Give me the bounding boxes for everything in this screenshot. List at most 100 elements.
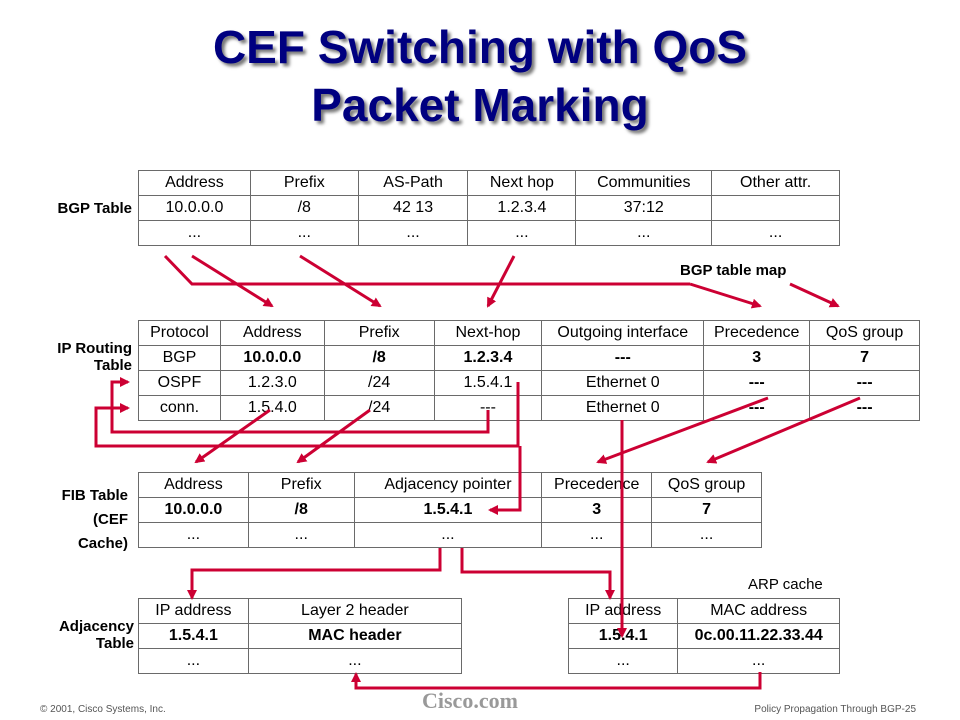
table-cell: ...	[357, 220, 469, 246]
arrow-rib-fib-prefix	[296, 408, 371, 464]
table-row: conn. 1.5.4.0 /24 --- Ethernet 0 --- ---	[138, 395, 920, 421]
table-cell: ...	[138, 220, 251, 246]
table-cell: 1.5.4.0	[219, 395, 325, 421]
header-cell: Address	[138, 472, 249, 498]
table-cell: 7	[809, 345, 920, 371]
table-row: ... ... ... ... ... ...	[138, 220, 840, 246]
table-cell: 37:12	[575, 195, 713, 221]
arrow-rib-fib-qos	[706, 396, 861, 464]
bgp-table: Address Prefix AS-Path Next hop Communit…	[138, 170, 840, 246]
table-cell: 1.2.3.4	[467, 195, 577, 221]
slide-footer-right: Policy Propagation Through BGP-25	[754, 704, 916, 715]
arrow-recursive-loop-2	[94, 382, 520, 448]
cisco-logo: Cisco.com	[422, 688, 518, 713]
table-cell: ...	[247, 648, 463, 674]
adjacency-label-line-2: Table	[95, 635, 134, 652]
table-cell: ...	[651, 522, 762, 548]
table-cell: ---	[809, 370, 920, 396]
table-cell: Ethernet 0	[541, 370, 705, 396]
header-cell: QoS group	[809, 320, 920, 346]
header-cell: Other attr.	[711, 170, 840, 196]
arp-cache-label: ARP cache	[748, 576, 823, 593]
table-cell: OSPF	[138, 370, 221, 396]
table-cell: /8	[247, 497, 355, 523]
header-cell: Outgoing interface	[541, 320, 705, 346]
header-cell: MAC address	[677, 598, 840, 624]
table-cell: 10.0.0.0	[138, 497, 249, 523]
adjacency-label-line-1: Adjacency	[58, 618, 134, 635]
table-cell: BGP	[138, 345, 221, 371]
table-cell: /8	[323, 345, 435, 371]
arrow-nexthop	[486, 255, 516, 308]
table-header-row: Address Prefix AS-Path Next hop Communit…	[138, 170, 840, 196]
arrow-address	[191, 254, 274, 308]
header-cell: Precedence	[541, 472, 653, 498]
table-cell: 1.5.4.1	[433, 370, 543, 396]
table-cell: 42 13	[357, 195, 469, 221]
copyright-text: © 2001, Cisco Systems, Inc.	[40, 704, 166, 715]
arrow-recursive-loop	[110, 377, 490, 434]
header-cell: Protocol	[138, 320, 221, 346]
table-cell: ---	[703, 395, 811, 421]
table-cell: conn.	[138, 395, 221, 421]
fib-table: Address Prefix Adjacency pointer Precede…	[138, 472, 762, 548]
ip-routing-label-line-2: Table	[93, 357, 132, 374]
table-cell: ...	[353, 522, 543, 548]
table-cell: 10.0.0.0	[138, 195, 251, 221]
table-header-row: IP address MAC address	[567, 598, 840, 624]
table-header-row: Address Prefix Adjacency pointer Precede…	[138, 472, 762, 498]
table-cell: 1.2.3.0	[219, 370, 325, 396]
table-cell: ...	[249, 220, 359, 246]
header-cell: Prefix	[249, 170, 359, 196]
bgp-table-map-label: BGP table map	[680, 262, 787, 279]
table-row: BGP 10.0.0.0 /8 1.2.3.4 --- 3 7	[138, 345, 920, 371]
ip-routing-label-line-1: IP Routing	[57, 340, 132, 357]
table-cell: ...	[247, 522, 355, 548]
table-cell: /24	[323, 395, 435, 421]
adjacency-table-label: Adjacency Table	[20, 618, 134, 652]
fib-label-line-3: Cache)	[77, 535, 128, 552]
table-cell: ...	[677, 648, 840, 674]
bgp-table-label: BGP Table	[57, 200, 132, 217]
table-cell: ---	[703, 370, 811, 396]
title-line-2: Packet Marking	[311, 79, 649, 131]
table-cell: 3	[703, 345, 811, 371]
adjacency-table: IP address Layer 2 header 1.5.4.1 MAC he…	[138, 598, 463, 674]
table-cell: 10.0.0.0	[219, 345, 325, 371]
table-cell: ...	[575, 220, 713, 246]
table-cell: ...	[467, 220, 577, 246]
arrow-fib-adjacency	[187, 548, 442, 600]
header-cell: AS-Path	[357, 170, 469, 196]
arrow-map-connector	[163, 254, 690, 286]
arrow-prefix	[299, 254, 382, 308]
header-cell: Address	[138, 170, 251, 196]
table-cell: ...	[541, 522, 653, 548]
header-cell: Adjacency pointer	[353, 472, 543, 498]
fib-label-line-2: (CEF	[93, 511, 128, 528]
table-cell: 1.2.3.4	[433, 345, 543, 371]
table-cell: ---	[809, 395, 920, 421]
table-row: ... ... ... ... ...	[138, 522, 762, 548]
fib-table-label: FIB Table (CEF Cache)	[20, 484, 128, 556]
table-cell: ...	[567, 648, 679, 674]
table-row: ... ...	[138, 648, 463, 674]
arrow-fib-arp	[460, 548, 615, 600]
arrow-rib-fib-address	[194, 408, 271, 464]
table-cell: ...	[711, 220, 840, 246]
table-cell: ...	[138, 522, 249, 548]
table-cell: 0c.00.11.22.33.44	[677, 623, 840, 649]
header-cell: Precedence	[703, 320, 811, 346]
arrow-rib-fib-adjacency	[488, 446, 522, 515]
arrow-rib-fib-precedence	[596, 396, 769, 464]
table-row: ... ...	[567, 648, 840, 674]
header-cell: QoS group	[651, 472, 762, 498]
fib-label-line-1: FIB Table	[61, 487, 128, 504]
arrow-arp-mac-header	[351, 672, 762, 690]
title-line-1: CEF Switching with QoS	[212, 21, 748, 73]
arp-cache-table: IP address MAC address 1.5.4.1 0c.00.11.…	[567, 598, 840, 674]
ip-routing-table: Protocol Address Prefix Next-hop Outgoin…	[138, 320, 920, 421]
arrow-qos-group	[789, 282, 840, 308]
arrow-precedence	[689, 282, 762, 309]
slide-title: CEF Switching with QoS Packet Marking	[0, 18, 960, 134]
